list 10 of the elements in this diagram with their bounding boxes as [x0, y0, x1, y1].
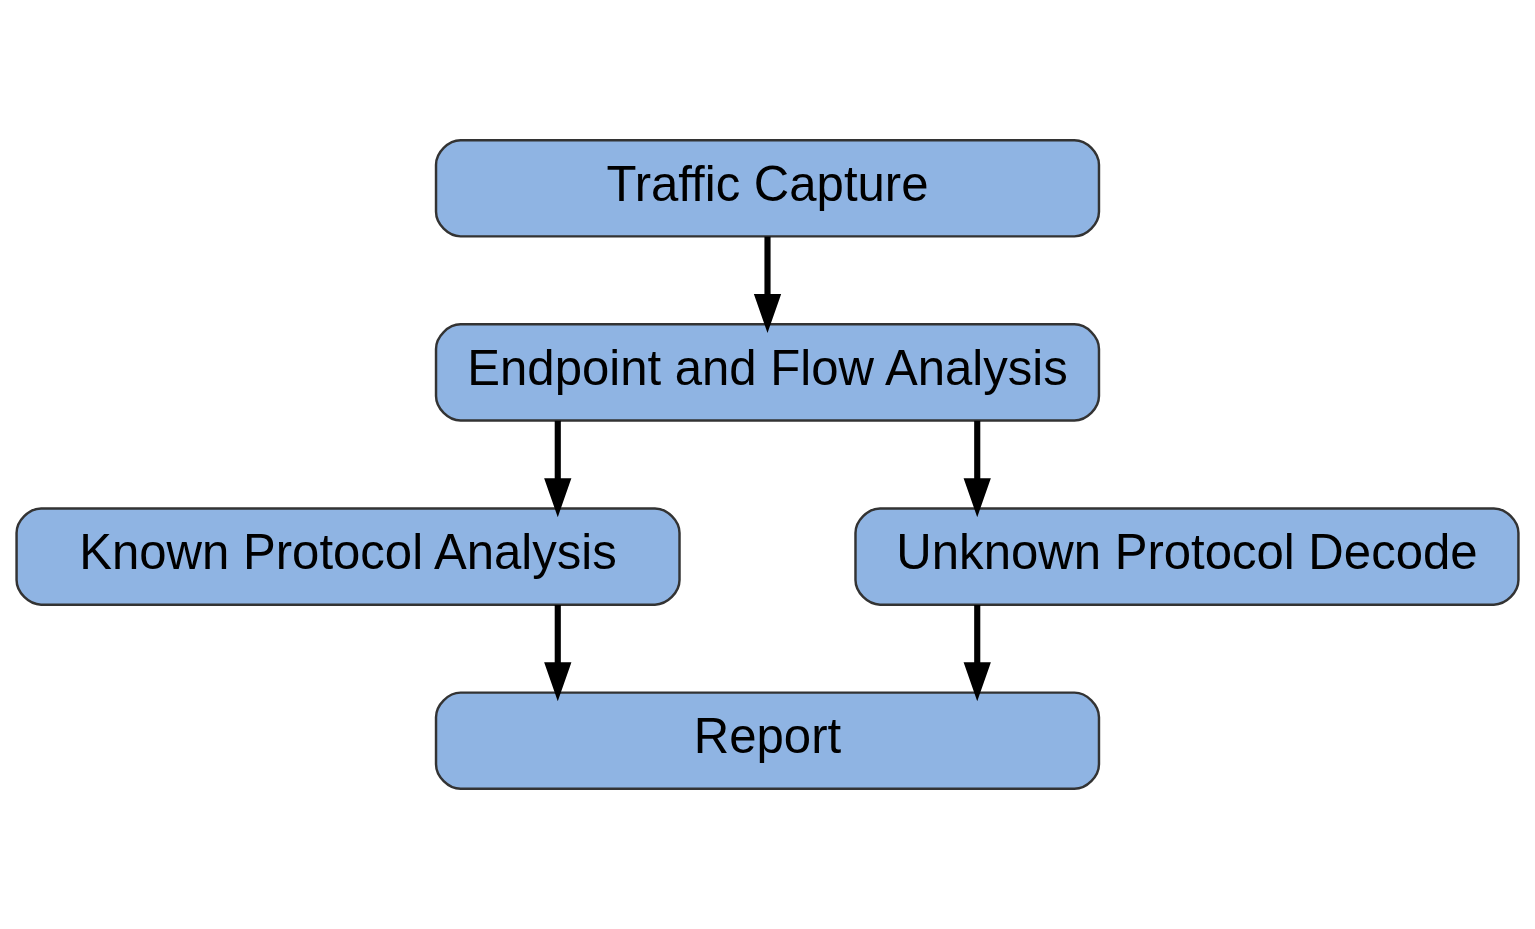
node-box: Unknown Protocol Decode	[854, 507, 1520, 606]
node-box: Known Protocol Analysis	[15, 507, 681, 606]
arrow	[544, 604, 572, 702]
arrow	[963, 604, 991, 702]
node-box: Endpoint and Flow Analysis	[434, 323, 1101, 422]
node-box: Report	[434, 691, 1101, 791]
arrow	[753, 236, 782, 333]
arrow	[963, 420, 991, 518]
node-box: Traffic Capture	[434, 138, 1101, 238]
arrow	[544, 420, 572, 518]
